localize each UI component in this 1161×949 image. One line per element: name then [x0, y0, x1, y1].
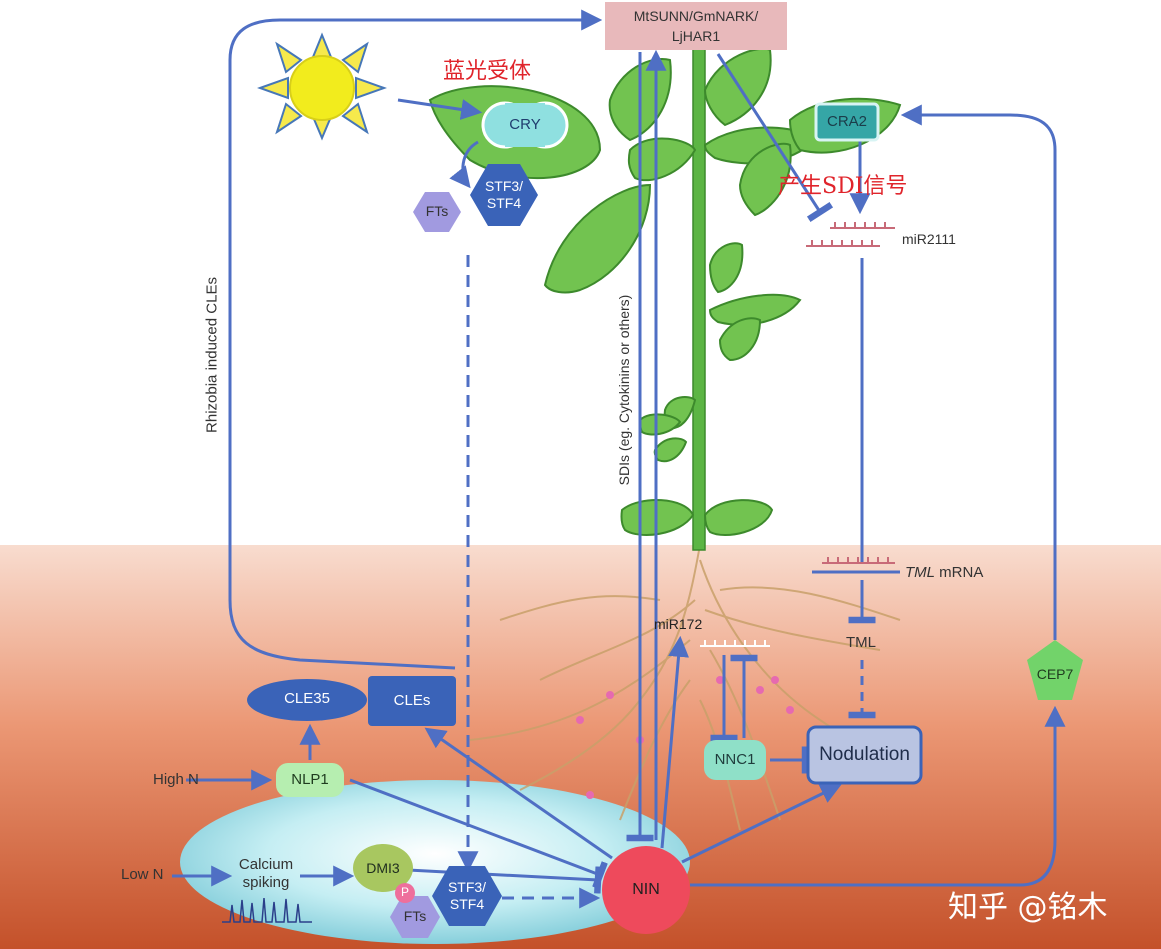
fts-root-hexagon	[390, 896, 440, 938]
fts-shoot-hexagon	[413, 192, 461, 232]
rhizobia-side-text: Rhizobia induced CLEs	[203, 277, 221, 433]
tml-mrna-rest: mRNA	[935, 564, 984, 581]
mir172-label: miR172	[654, 616, 703, 632]
dmi3-label: DMI3	[366, 860, 400, 876]
blue-light-receptor-annotation: 蓝光受体	[443, 59, 532, 84]
plant-stem	[692, 44, 706, 551]
sdis-side-text: SDIs (eg. Cytokinins or others)	[616, 294, 632, 486]
cra2-label: CRA2	[826, 113, 867, 130]
nlp1-label: NLP1	[291, 771, 329, 788]
sdi-signal-annotation: 产生SDI信号	[778, 174, 908, 199]
high-n-label: High N	[153, 771, 199, 788]
cles-label: CLEs	[393, 692, 431, 709]
fts-root-label: FTs	[403, 908, 427, 924]
tml-mrna-strand	[812, 557, 900, 574]
calcium-label: Calcium spiking	[238, 856, 294, 891]
tml-mrna-label: TML mRNA	[905, 564, 983, 581]
nnc1-label: NNC1	[714, 751, 756, 768]
cep7-loop	[690, 705, 1066, 887]
cry-node	[481, 101, 569, 149]
receptor-box	[605, 2, 787, 50]
watermark: 知乎 @铭木	[948, 890, 1108, 925]
nin-circle	[602, 846, 690, 934]
cra2-box	[814, 102, 880, 142]
cle35-ellipse	[247, 679, 367, 721]
nin-label: NIN	[632, 881, 660, 898]
sun-icon	[257, 32, 387, 141]
mir2111-strand	[806, 222, 895, 247]
mir2111-label: miR2111	[902, 231, 956, 247]
low-n-label: Low N	[121, 866, 164, 883]
cep7-pentagon	[1027, 640, 1083, 700]
cep7-label: CEP7	[1036, 666, 1074, 682]
fts-shoot-label: FTs	[425, 203, 449, 219]
root-cell	[180, 780, 690, 944]
receptor-label: MtSUNN/GmNARK/ LjHAR1	[633, 8, 759, 44]
rhizobia-cle-loop	[228, 9, 603, 670]
stf-shoot-hexagon	[470, 164, 538, 226]
tml-mrna-italic: TML	[905, 564, 935, 581]
connector-lines	[172, 9, 1066, 909]
cep7-to-cra2	[900, 104, 1057, 640]
stf-root-label: STF3/ STF4	[447, 879, 487, 912]
cle35-label: CLE35	[284, 690, 330, 707]
nodulation-box	[806, 725, 923, 785]
mir172-strand	[700, 640, 770, 647]
phospho-label: P	[400, 885, 409, 899]
nnc1-box	[704, 740, 766, 780]
calcium-trace	[222, 897, 312, 923]
phospho-circle	[395, 883, 415, 903]
nodulation-label: Nodulation	[819, 744, 910, 765]
dmi3-ellipse	[353, 844, 413, 892]
nlp1-box	[276, 763, 344, 797]
tml-label: TML	[846, 634, 876, 651]
cles-box	[368, 676, 456, 726]
cry-label: CRY	[509, 116, 541, 133]
stf-shoot-label: STF3/ STF4	[484, 178, 524, 211]
stf-root-hexagon	[432, 866, 502, 926]
